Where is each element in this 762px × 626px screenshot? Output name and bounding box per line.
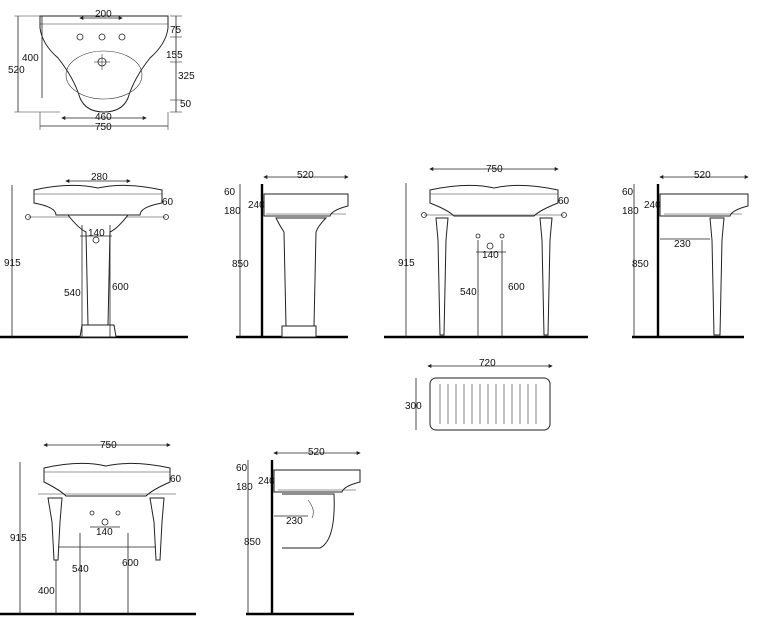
dim-230: 230 [286,516,303,527]
basin-side [263,193,349,217]
dim-915: 915 [10,533,27,544]
dim-750: 750 [95,122,112,133]
dim-60: 60 [622,187,634,198]
basin-side [273,469,361,493]
legs-side-view: 520 60 180 240 230 850 [622,170,749,339]
plan-top-view: 200 75 155 325 50 400 520 460 750 [8,9,195,133]
dim-200: 200 [95,9,112,20]
leg-left [435,217,449,336]
leg-left [47,497,63,561]
dim-540: 540 [64,288,81,299]
dim-140: 140 [88,228,105,239]
dim-180: 180 [224,206,241,217]
dim-140: 140 [96,527,113,538]
dim-750: 750 [486,164,503,175]
basin-side [659,193,749,217]
pedestal-side-column [275,217,328,327]
dim-300: 300 [405,401,422,412]
legs-front-view: 915 750 60 140 540 600 [384,164,588,339]
shelf-slats [439,384,537,424]
dim-915: 915 [4,258,21,269]
dim-60: 60 [236,463,248,474]
dim-180: 180 [622,206,639,217]
dim-460: 460 [95,112,112,123]
dim-520: 520 [297,170,314,181]
leg-side [709,217,725,336]
pedestal-front-view: 915 280 60 140 540 600 [0,172,188,339]
dim-540: 540 [460,287,477,298]
dim-520: 520 [8,65,25,76]
dim-720: 720 [479,358,496,369]
basin-bowl [65,50,143,100]
dim-180: 180 [236,482,253,493]
tap-hole-left [76,33,84,41]
dim-750: 750 [100,440,117,451]
dim-850: 850 [632,259,649,270]
dim-60: 60 [224,187,236,198]
dim-850: 850 [232,259,249,270]
tap-hole-center [98,33,106,41]
console-side-view: 520 60 180 240 230 850 [236,447,361,616]
dim-240: 240 [644,200,661,211]
console-front-view: 915 750 60 140 540 600 400 [0,440,196,616]
tap-hole-right [118,33,126,41]
basin-plan-outline [39,15,169,113]
dim-600: 600 [112,282,129,293]
pedestal-side-view: 520 60 180 240 850 [224,170,349,339]
leg-right [539,217,553,336]
dim-520: 520 [694,170,711,181]
dim-140: 140 [482,250,499,261]
dim-155: 155 [166,50,183,61]
dim-325: 325 [178,71,195,82]
basin-front [429,184,559,217]
dim-600: 600 [508,282,525,293]
pedestal-foot [79,324,117,338]
dim-915: 915 [398,258,415,269]
basin-front [33,184,163,216]
dim-600: 600 [122,558,139,569]
dim-75: 75 [170,25,182,36]
dim-50: 50 [180,99,192,110]
dim-240: 240 [248,200,265,211]
basin-front [43,462,171,497]
dim-540: 540 [72,564,89,575]
dim-400: 400 [38,586,55,597]
shelf-plan-view: 720 300 [405,358,553,431]
dim-240: 240 [258,476,275,487]
console-bracket [282,493,335,549]
dim-230: 230 [674,239,691,250]
dim-850: 850 [244,537,261,548]
leg-right [149,497,165,561]
dim-60: 60 [162,197,174,208]
dim-400: 400 [22,53,39,64]
dim-60: 60 [558,196,570,207]
dim-280: 280 [91,172,108,183]
dim-520: 520 [308,447,325,458]
dim-60: 60 [170,474,182,485]
